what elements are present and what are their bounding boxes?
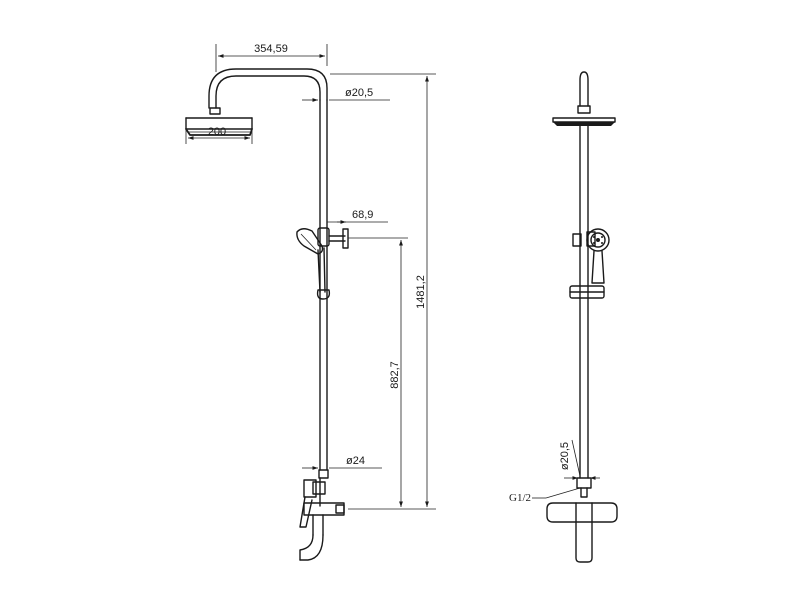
side-bracket: [569, 285, 605, 299]
front-dimensions: 354,59 200 ø20,5 68,9 1481,2: [185, 43, 436, 510]
pipe-collar: [318, 469, 329, 479]
label-pipe-lower: ø24: [346, 455, 365, 467]
hand-shower-holder: [317, 227, 349, 249]
mixer-valve: [299, 477, 345, 536]
slide-bar-bracket: [316, 289, 331, 300]
dim-pipe-lower: ø24: [302, 455, 382, 470]
hand-shower: [296, 228, 326, 293]
bath-spout: [299, 534, 324, 561]
label-holder-offset: 68,9: [352, 209, 373, 221]
dim-holder-height: 882,7: [348, 237, 408, 507]
dim-arm-length: 354,59: [215, 43, 328, 72]
label-holder-height: 882,7: [389, 361, 401, 389]
riser-pipe: [319, 99, 328, 471]
side-dimensions: ø20,5 G1/2: [509, 439, 600, 504]
side-rain-head: [552, 105, 616, 126]
label-head-diameter: 200: [208, 126, 226, 138]
label-side-pipe: ø20,5: [559, 442, 571, 470]
front-view: [185, 68, 349, 561]
overhead-arm: [208, 68, 328, 109]
side-hand-shower: [586, 228, 610, 284]
dim-head-diameter: 200: [185, 126, 253, 144]
label-pipe-upper: ø20,5: [345, 87, 373, 99]
side-inlet: [576, 477, 592, 498]
side-riser: [579, 125, 589, 479]
dim-holder-offset: 68,9: [327, 209, 388, 224]
label-total-height: 1481,2: [415, 275, 427, 309]
rain-shower-head: [185, 107, 253, 136]
side-arm-top: [579, 71, 589, 107]
side-view: [546, 71, 618, 563]
side-mixer: [546, 502, 618, 563]
dim-pipe-upper: ø20,5: [302, 87, 390, 102]
dim-inlet-thread: G1/2: [509, 487, 581, 504]
dim-side-pipe: ø20,5: [559, 439, 600, 480]
label-inlet-thread: G1/2: [509, 492, 531, 504]
label-arm-length: 354,59: [254, 43, 288, 55]
dim-total-height: 1481,2: [330, 73, 436, 510]
